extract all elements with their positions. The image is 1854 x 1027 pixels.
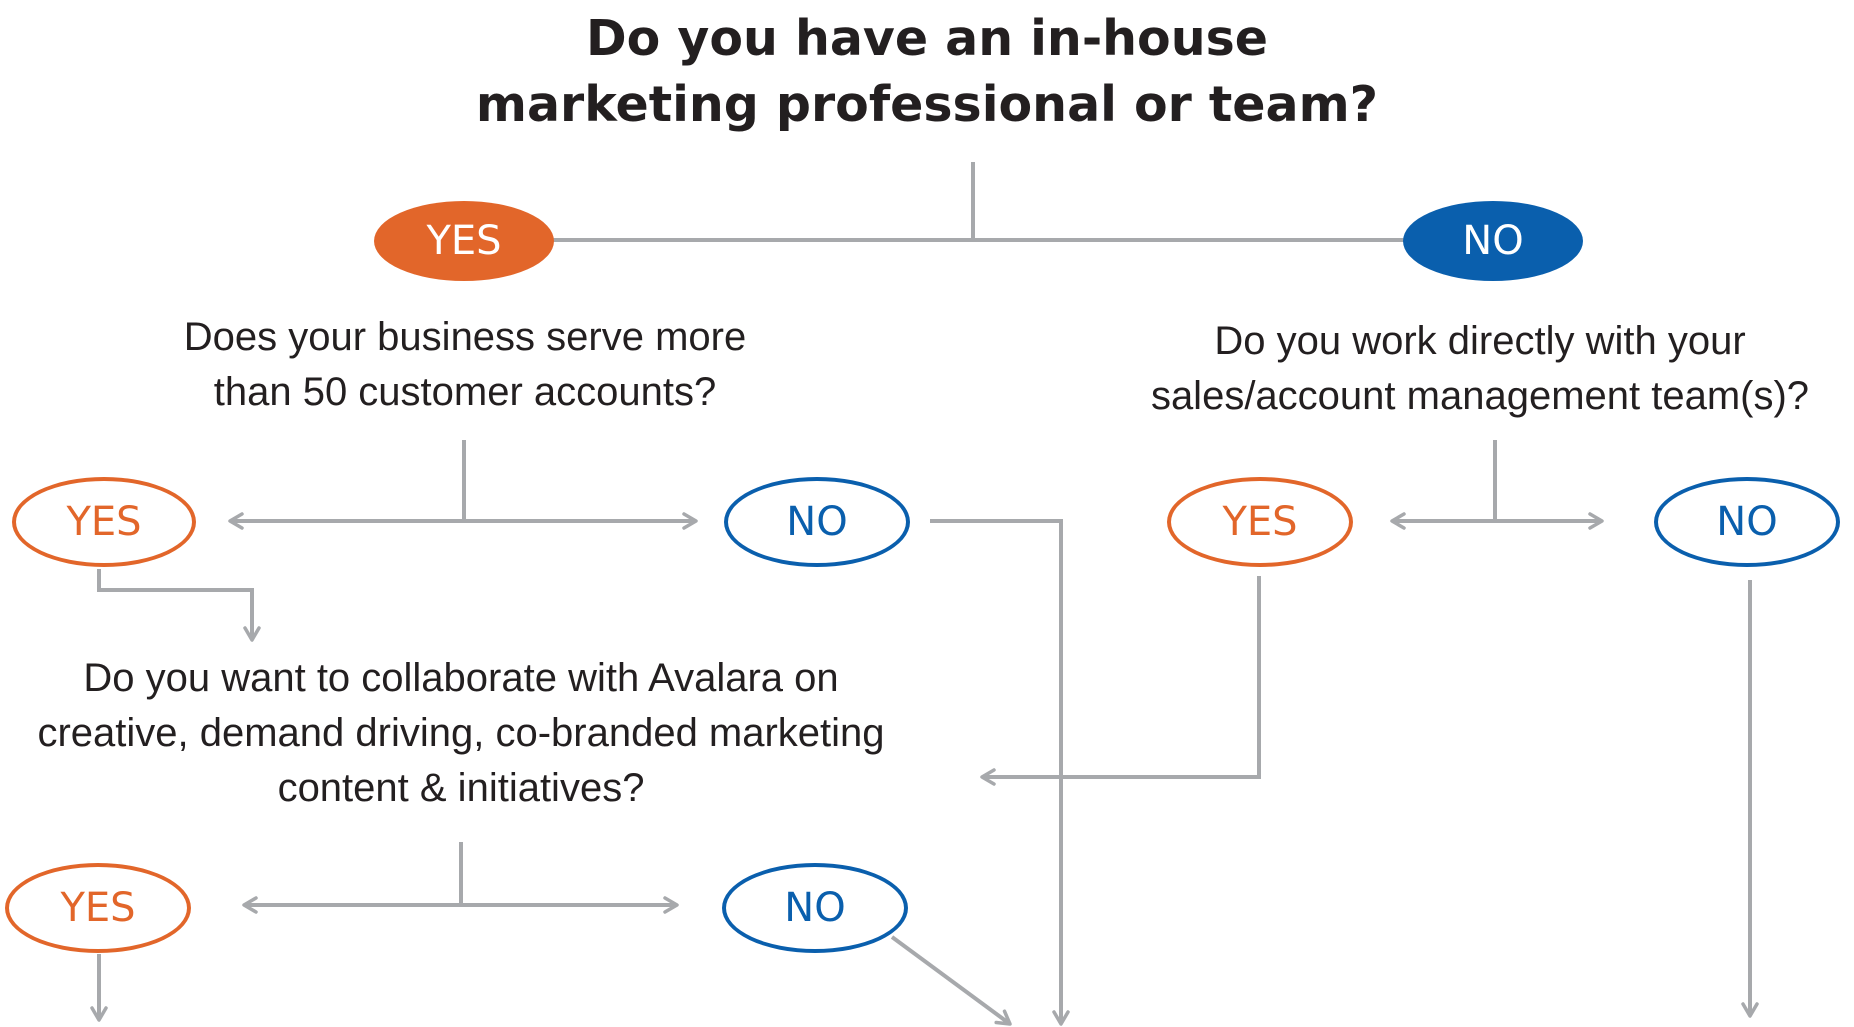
question-collaborate-line-2: creative, demand driving, co-branded mar… <box>37 711 885 755</box>
collaborate-no-node: NO <box>722 863 908 953</box>
accounts-no-label: NO <box>786 499 848 545</box>
question-collaborate-line-1: Do you want to collaborate with Avalara … <box>83 656 839 700</box>
connector-accounts-no-down <box>930 519 1070 1026</box>
accounts-no-node: NO <box>724 477 910 567</box>
question-sales-team: Do you work directly with your sales/acc… <box>1110 314 1850 424</box>
connector-collaborate-no-diagonal <box>890 935 1012 1026</box>
question-sales-team-line-1: Do you work directly with your <box>1214 319 1746 363</box>
question-sales-team-line-2: sales/account management team(s)? <box>1150 374 1810 418</box>
connector-sales-yes-to-collaborate <box>980 576 1261 786</box>
title-line-2: marketing professional or team? <box>475 76 1379 133</box>
question-collaborate-line-3: content & initiatives? <box>277 766 645 810</box>
sales-no-node: NO <box>1654 477 1840 567</box>
question-collaborate: Do you want to collaborate with Avalara … <box>0 651 922 816</box>
question-customer-accounts-line-1: Does your business serve more <box>183 315 747 359</box>
sales-no-label: NO <box>1716 499 1778 545</box>
sales-yes-node: YES <box>1167 477 1353 567</box>
question-customer-accounts: Does your business serve more than 50 cu… <box>90 310 840 420</box>
collaborate-yes-label: YES <box>60 885 136 931</box>
top-yes-label: YES <box>426 218 502 264</box>
accounts-yes-label: YES <box>66 499 142 545</box>
collaborate-yes-node: YES <box>5 863 191 953</box>
connector-accounts-yes-to-collaborate <box>97 569 261 642</box>
collaborate-no-label: NO <box>784 885 846 931</box>
title-line-1: Do you have an in-house <box>586 10 1268 67</box>
top-yes-node: YES <box>374 201 554 281</box>
sales-yes-label: YES <box>1222 499 1298 545</box>
top-no-node: NO <box>1403 201 1583 281</box>
question-customer-accounts-line-2: than 50 customer accounts? <box>213 370 717 414</box>
accounts-yes-node: YES <box>12 477 196 567</box>
top-no-label: NO <box>1462 218 1524 264</box>
page-title: Do you have an in-house marketing profes… <box>0 6 1854 138</box>
